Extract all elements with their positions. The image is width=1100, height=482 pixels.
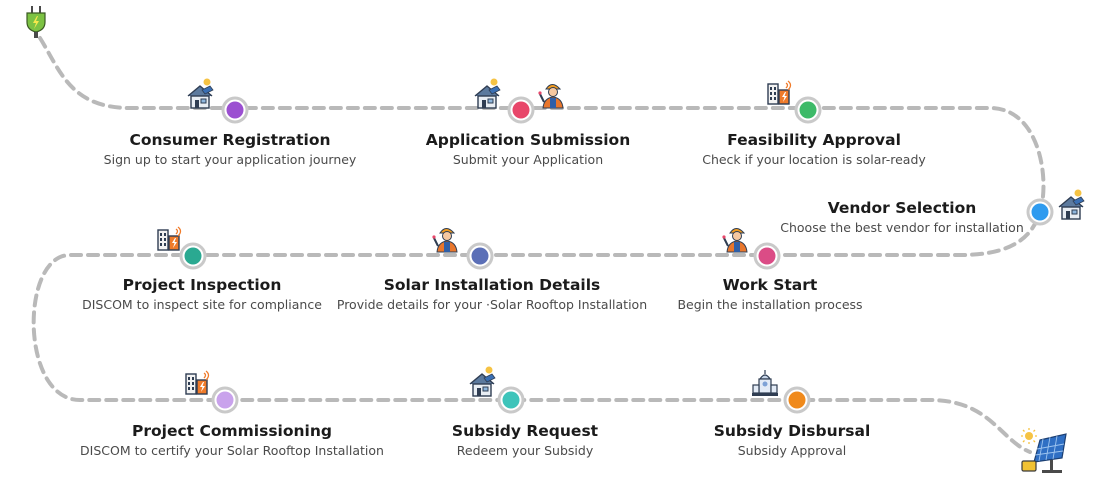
step-title: Project Commissioning: [131, 422, 333, 440]
government-building-icon: [751, 369, 779, 397]
step-title: Solar Installation Details: [383, 276, 601, 294]
step-node: [221, 96, 249, 124]
step-subtitle: Subsidy Approval: [737, 443, 847, 458]
solar-panel-icon: [1021, 428, 1067, 473]
step-subtitle: Begin the installation process: [677, 297, 863, 312]
step-node: [753, 242, 781, 270]
step-node: [211, 386, 239, 414]
step-subtitle: DISCOM to inspect site for compliance: [82, 297, 322, 312]
step-title: Work Start: [722, 276, 818, 294]
step-node: [497, 386, 525, 414]
worker-icon: [721, 227, 748, 253]
step-node-dot: [799, 101, 817, 119]
step-node: [794, 96, 822, 124]
step-node: [507, 96, 535, 124]
step-node-dot: [216, 391, 234, 409]
journey-path: [31, 36, 1046, 454]
step-subtitle: Redeem your Subsidy: [456, 443, 594, 458]
step-node: [466, 242, 494, 270]
step-subtitle: Choose the best vendor for installation: [780, 220, 1024, 235]
step-subtitle: Submit your Application: [452, 152, 604, 167]
step-subtitle: DISCOM to certify your Solar Rooftop Ins…: [80, 443, 384, 458]
building-icon: [157, 226, 182, 251]
step-node: [783, 386, 811, 414]
step-node: [1026, 198, 1054, 226]
solar-house-icon: [1058, 188, 1085, 220]
building-icon: [767, 80, 792, 105]
worker-icon: [537, 83, 564, 109]
solar-house-icon: [187, 77, 214, 109]
step-node-dot: [758, 247, 776, 265]
step-title: Subsidy Request: [451, 422, 599, 440]
building-icon: [185, 370, 210, 395]
worker-icon: [431, 227, 458, 253]
step-node-dot: [184, 247, 202, 265]
step-title: Project Inspection: [122, 276, 282, 294]
step-subtitle: Check if your location is solar-ready: [702, 152, 926, 167]
solar-house-icon: [474, 77, 501, 109]
step-node-dot: [512, 101, 530, 119]
solar-house-icon: [469, 365, 496, 397]
plug-icon: [26, 6, 46, 38]
step-node-dot: [226, 101, 244, 119]
step-node-dot: [788, 391, 806, 409]
step-title: Vendor Selection: [827, 199, 977, 217]
step-node-dot: [471, 247, 489, 265]
step-node: [179, 242, 207, 270]
step-node-dot: [1031, 203, 1049, 221]
step-subtitle: Provide details for your ·Solar Rooftop …: [336, 297, 648, 312]
step-title: Application Submission: [425, 131, 631, 149]
step-node-dot: [502, 391, 520, 409]
step-subtitle: Sign up to start your application journe…: [103, 152, 357, 167]
step-title: Feasibility Approval: [727, 131, 901, 149]
step-title: Subsidy Disbursal: [713, 422, 871, 440]
step-title: Consumer Registration: [129, 131, 331, 149]
